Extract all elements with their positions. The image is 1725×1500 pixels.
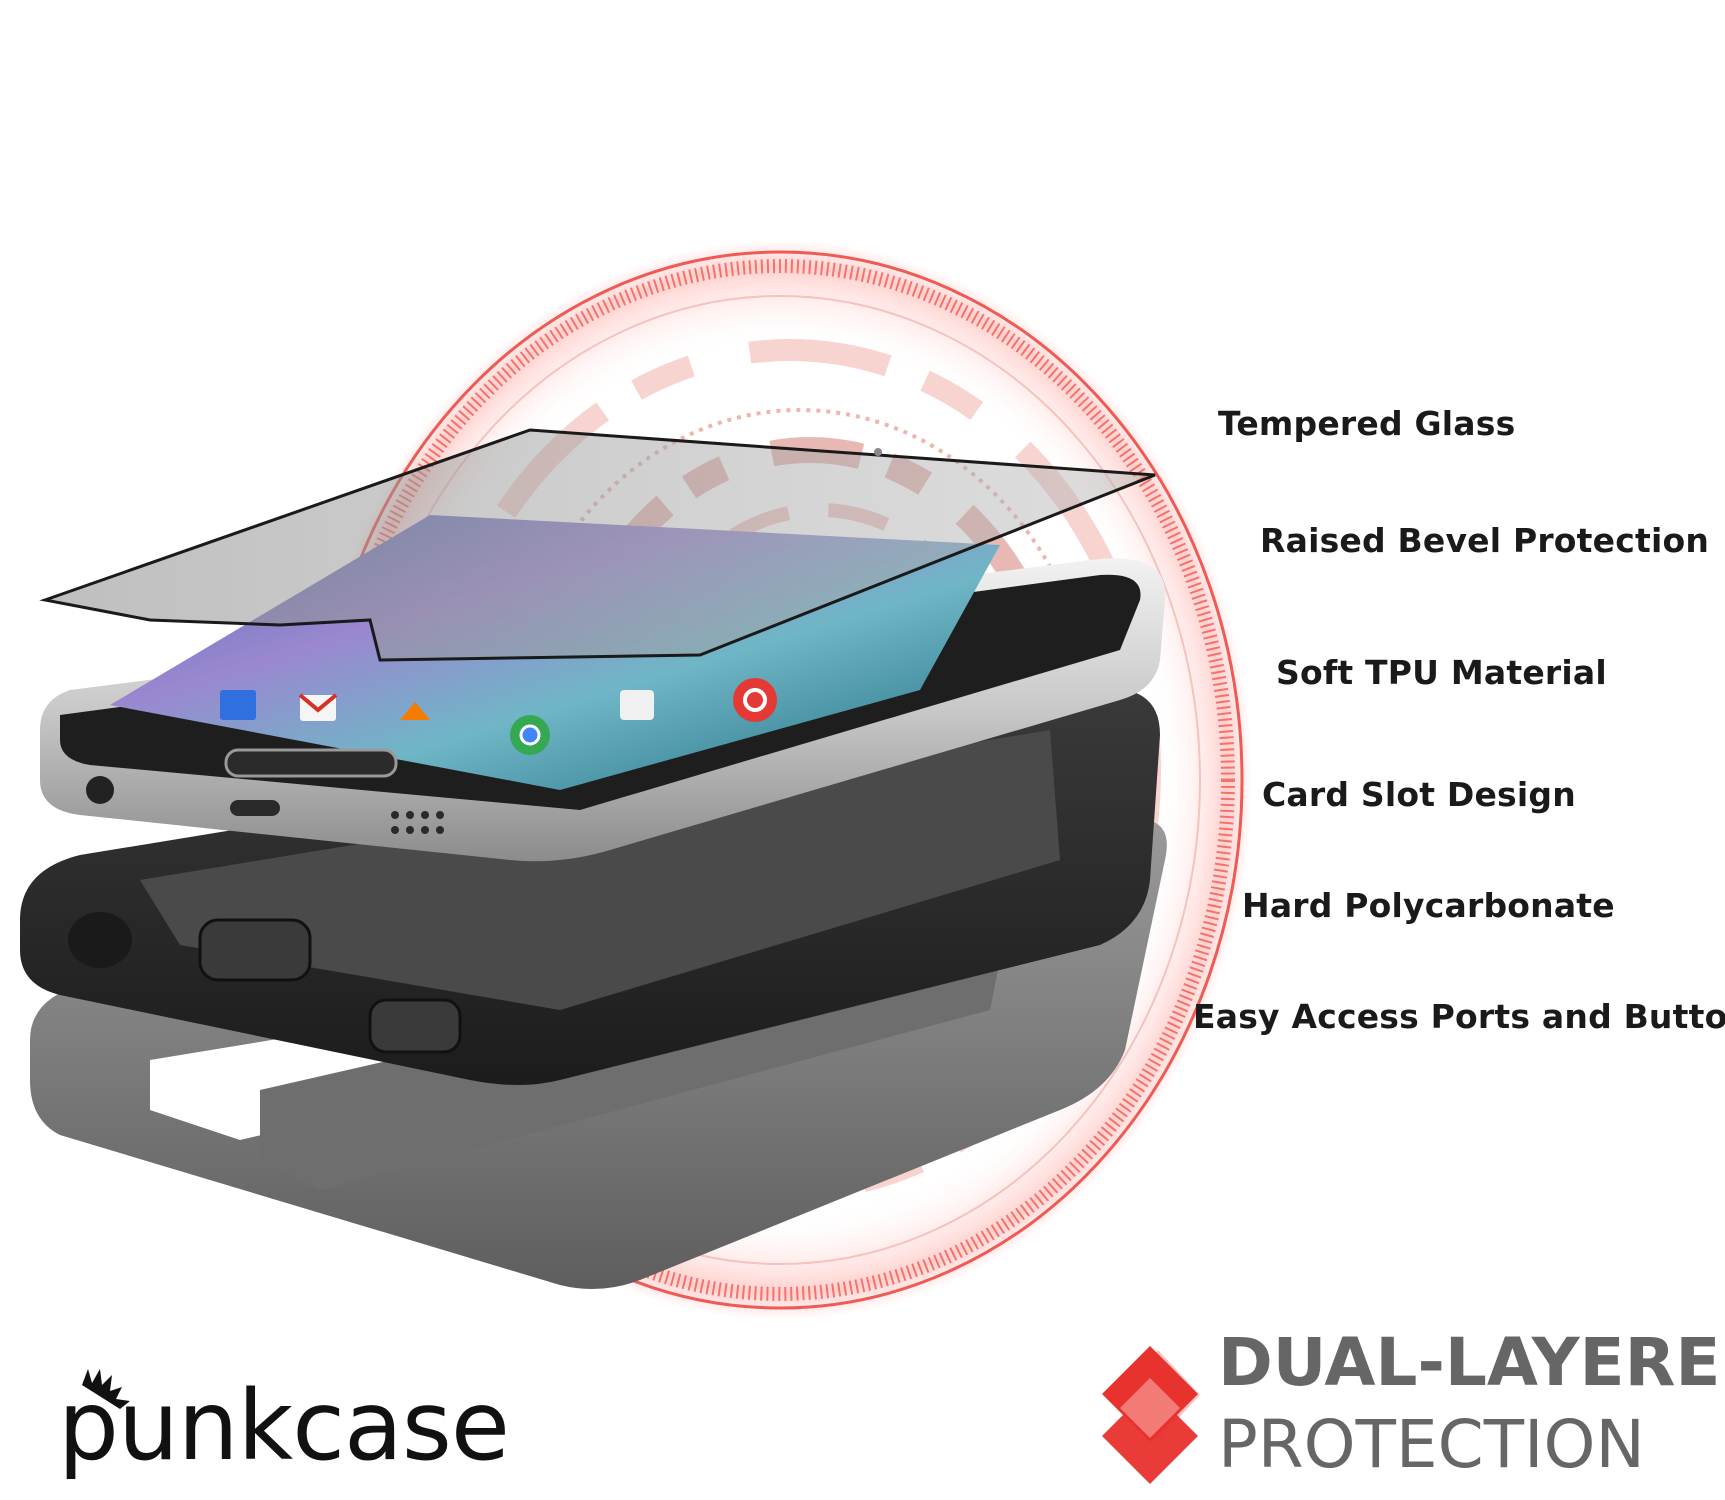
soft-tpu-layer (20, 688, 1160, 1085)
feature-easy-access: Easy Access Ports and Buttons (1193, 997, 1725, 1036)
feature-soft-tpu: Soft TPU Material (1276, 653, 1607, 692)
glass-notch (874, 448, 882, 456)
feature-card-slot: Card Slot Design (1262, 775, 1576, 814)
headline-line-2: PROTECTION (1218, 1406, 1645, 1483)
feature-raised-bevel: Raised Bevel Protection (1260, 521, 1710, 560)
dual-layer-diamond-icon (1102, 1346, 1200, 1484)
punkcase-logo-icon (82, 1369, 130, 1409)
feature-tempered-glass: Tempered Glass (1218, 404, 1516, 443)
brand-logo-text: punkcase (58, 1370, 510, 1482)
feature-hard-polycarbonate: Hard Polycarbonate (1242, 886, 1615, 925)
headline-line-1: DUAL-LAYERED (1218, 1324, 1725, 1401)
tempered-glass-layer (39, 428, 1156, 662)
